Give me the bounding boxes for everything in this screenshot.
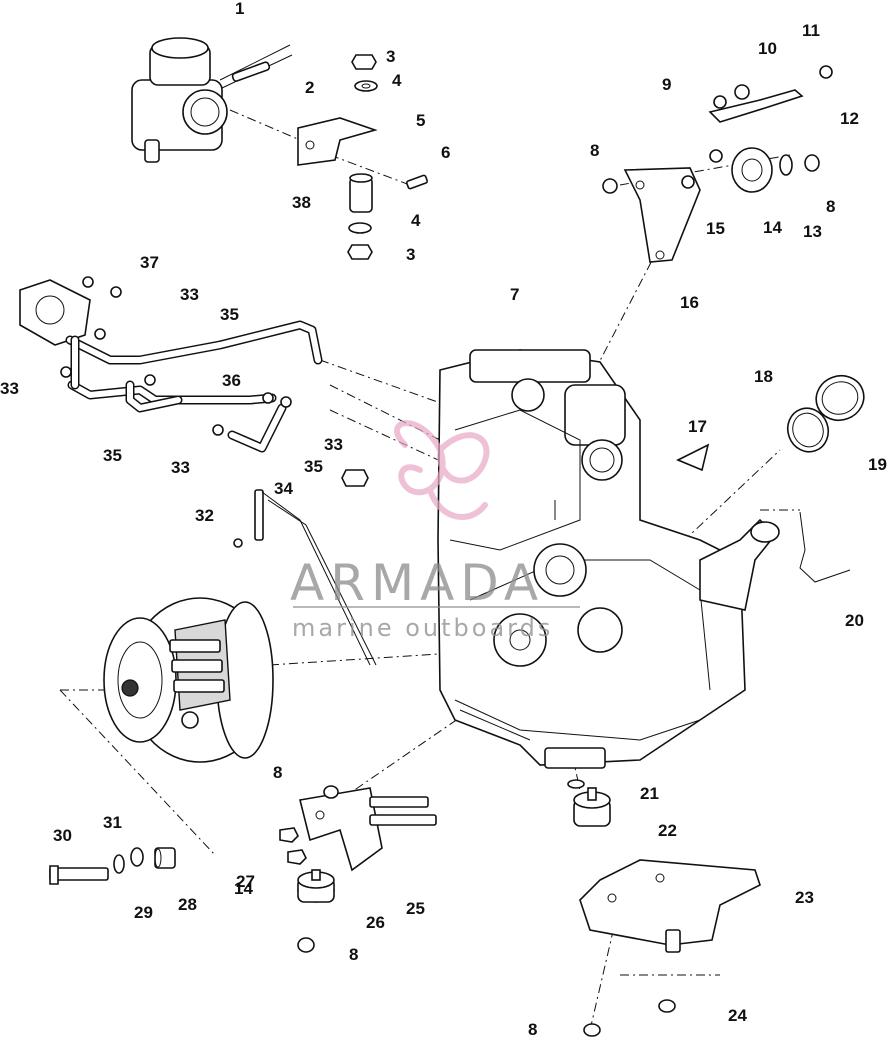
callout-3b: 3: [406, 245, 415, 264]
intake-boot-group: [676, 374, 865, 583]
callout-25: 25: [406, 899, 425, 918]
callout-1: 1: [235, 0, 244, 18]
fuel-pump-and-hoses: [19, 276, 323, 453]
callout-2: 2: [305, 78, 314, 97]
callout-9: 9: [662, 75, 671, 94]
callout-7: 7: [510, 285, 519, 304]
callout-8b: 8: [826, 197, 835, 216]
callout-16: 16: [680, 293, 699, 312]
callout-38: 38: [292, 193, 311, 212]
engine-block: [437, 349, 780, 769]
callout-4: 4: [392, 71, 402, 90]
callout-14a: 14: [763, 218, 782, 237]
callout-17: 17: [688, 417, 707, 436]
callout-18: 18: [754, 367, 773, 386]
clutch-bolt-group: [49, 847, 176, 885]
callout-4b: 4: [411, 211, 421, 230]
carburetor: [131, 37, 293, 163]
carb-bracket-group: [297, 54, 429, 260]
callout-15: 15: [706, 219, 725, 238]
callout-33d: 33: [324, 435, 343, 454]
callout-35c: 35: [304, 457, 323, 476]
callout-3: 3: [386, 47, 395, 66]
front-mount-group: [279, 785, 437, 953]
callout-33c: 33: [171, 458, 190, 477]
callout-22: 22: [658, 821, 677, 840]
armada-logo-icon: [394, 420, 490, 520]
callout-24: 24: [728, 1006, 747, 1025]
callout-35b: 35: [103, 446, 122, 465]
callout-33a: 33: [180, 285, 199, 304]
callout-5: 5: [416, 111, 425, 130]
callout-28: 28: [178, 895, 197, 914]
callout-32: 32: [195, 506, 214, 525]
watermark: ARMADA marine outboards: [290, 420, 580, 642]
callout-33b: 33: [0, 379, 19, 398]
upper-mount-group: [602, 65, 833, 263]
callout-12: 12: [840, 109, 859, 128]
rear-mount-group: [567, 779, 761, 1037]
linkage-group: [233, 469, 377, 666]
callout-35a: 35: [220, 305, 239, 324]
watermark-subtitle: marine outboards: [292, 614, 553, 642]
callout-10: 10: [758, 39, 777, 58]
callout-30: 30: [53, 826, 72, 845]
callout-26: 26: [366, 913, 385, 932]
callout-11: 11: [802, 21, 820, 40]
callout-21: 21: [640, 784, 659, 803]
callout-37: 37: [140, 253, 159, 272]
callout-8a: 8: [590, 141, 599, 160]
callout-14b: 14: [234, 879, 253, 898]
callout-34: 34: [274, 479, 293, 498]
callout-31: 31: [103, 813, 122, 832]
drive-clutch: [103, 597, 274, 763]
callout-8e: 8: [528, 1020, 537, 1039]
callout-19: 19: [868, 455, 887, 474]
callout-6: 6: [441, 143, 450, 162]
callout-23: 23: [795, 888, 814, 907]
callout-20: 20: [845, 611, 864, 630]
callout-29: 29: [134, 903, 153, 922]
callout-36: 36: [222, 371, 241, 390]
callout-8d: 8: [349, 945, 358, 964]
watermark-title: ARMADA: [290, 554, 544, 612]
callout-8c: 8: [273, 763, 282, 782]
callout-13: 13: [803, 222, 822, 241]
callout-27: 27: [236, 872, 255, 891]
